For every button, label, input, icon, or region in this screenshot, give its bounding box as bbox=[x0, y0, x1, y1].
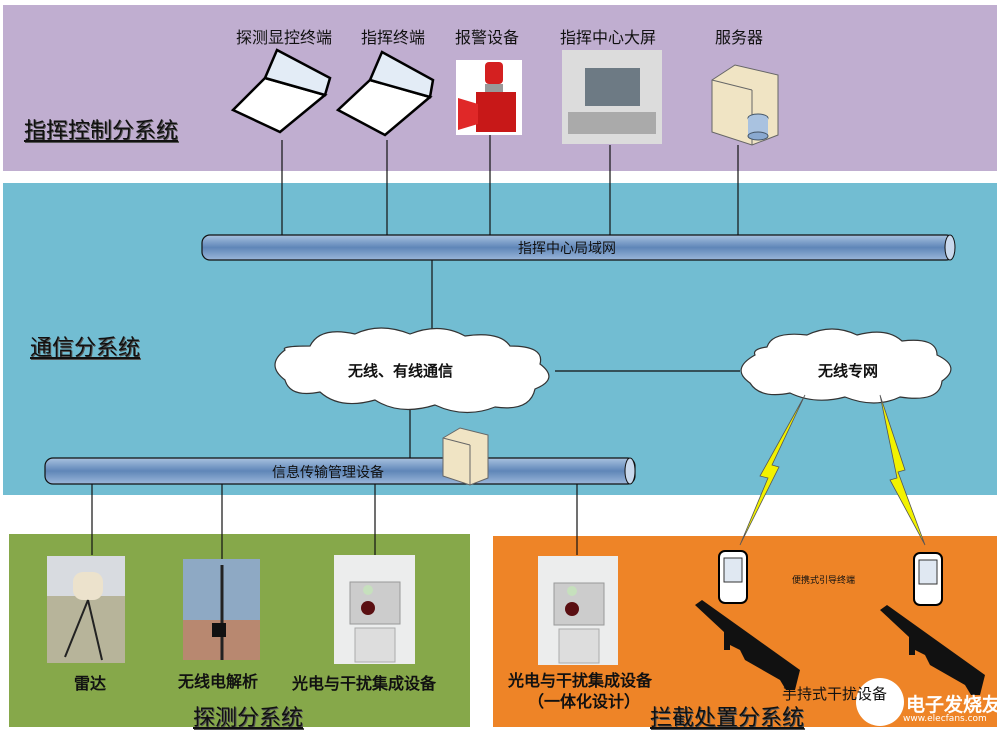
lan-pipe bbox=[201, 234, 956, 261]
radio-label: 无线电解析 bbox=[178, 672, 259, 691]
lan-label: 指挥中心局域网 bbox=[518, 241, 616, 257]
alarm-siren-icon bbox=[456, 60, 522, 135]
portable-terminal-label: 便携式引导终端 bbox=[792, 576, 856, 586]
device-label-display-terminal: 探测显控终端 bbox=[236, 28, 333, 47]
server-icon bbox=[711, 64, 779, 146]
private-wireless-label: 无线专网 bbox=[818, 362, 879, 380]
watermark-url: www.elecfans.com bbox=[903, 714, 987, 724]
handheld-jammer-label: 手持式干扰设备 bbox=[782, 685, 888, 703]
communication-subsystem-title: 通信分系统 bbox=[30, 336, 141, 361]
wired-wireless-label: 无线、有线通信 bbox=[348, 362, 454, 380]
radio-antenna-icon bbox=[183, 559, 260, 660]
device-label-server: 服务器 bbox=[715, 28, 764, 47]
eo-jammer-label: 光电与干扰集成设备 bbox=[292, 674, 437, 693]
laptop-icon bbox=[230, 48, 332, 134]
handheld-jammer-icon bbox=[695, 600, 985, 695]
pda-terminal-icon bbox=[718, 550, 748, 604]
eo-jammer-icon bbox=[538, 556, 618, 665]
cloud-private-wireless bbox=[740, 328, 952, 404]
radar-label: 雷达 bbox=[74, 674, 107, 693]
device-label-alarm: 报警设备 bbox=[455, 28, 520, 47]
laptop-icon bbox=[335, 50, 435, 137]
watermark-logo bbox=[856, 678, 904, 726]
pda-terminal-icon bbox=[913, 552, 943, 606]
info-transfer-label: 信息传输管理设备 bbox=[272, 465, 384, 481]
interception-subsystem-title: 拦截处置分系统 bbox=[650, 706, 805, 731]
detection-subsystem-title: 探测分系统 bbox=[193, 706, 304, 731]
integrated-note: （一体化设计） bbox=[528, 692, 641, 711]
watermark-brand: 电子发烧友 bbox=[906, 694, 1000, 716]
big-screen-icon bbox=[562, 50, 662, 144]
server-icon bbox=[442, 427, 489, 486]
cloud-wired-wireless bbox=[274, 327, 550, 414]
command-subsystem-title: 指挥控制分系统 bbox=[24, 119, 179, 144]
device-label-big-screen: 指挥中心大屏 bbox=[560, 28, 657, 47]
integrated-device-label: 光电与干扰集成设备 bbox=[508, 671, 653, 690]
wireless-lightning-icon bbox=[739, 394, 926, 546]
eo-jammer-icon bbox=[334, 555, 415, 664]
device-label-command-terminal: 指挥终端 bbox=[361, 28, 426, 47]
radar-icon bbox=[47, 556, 125, 663]
